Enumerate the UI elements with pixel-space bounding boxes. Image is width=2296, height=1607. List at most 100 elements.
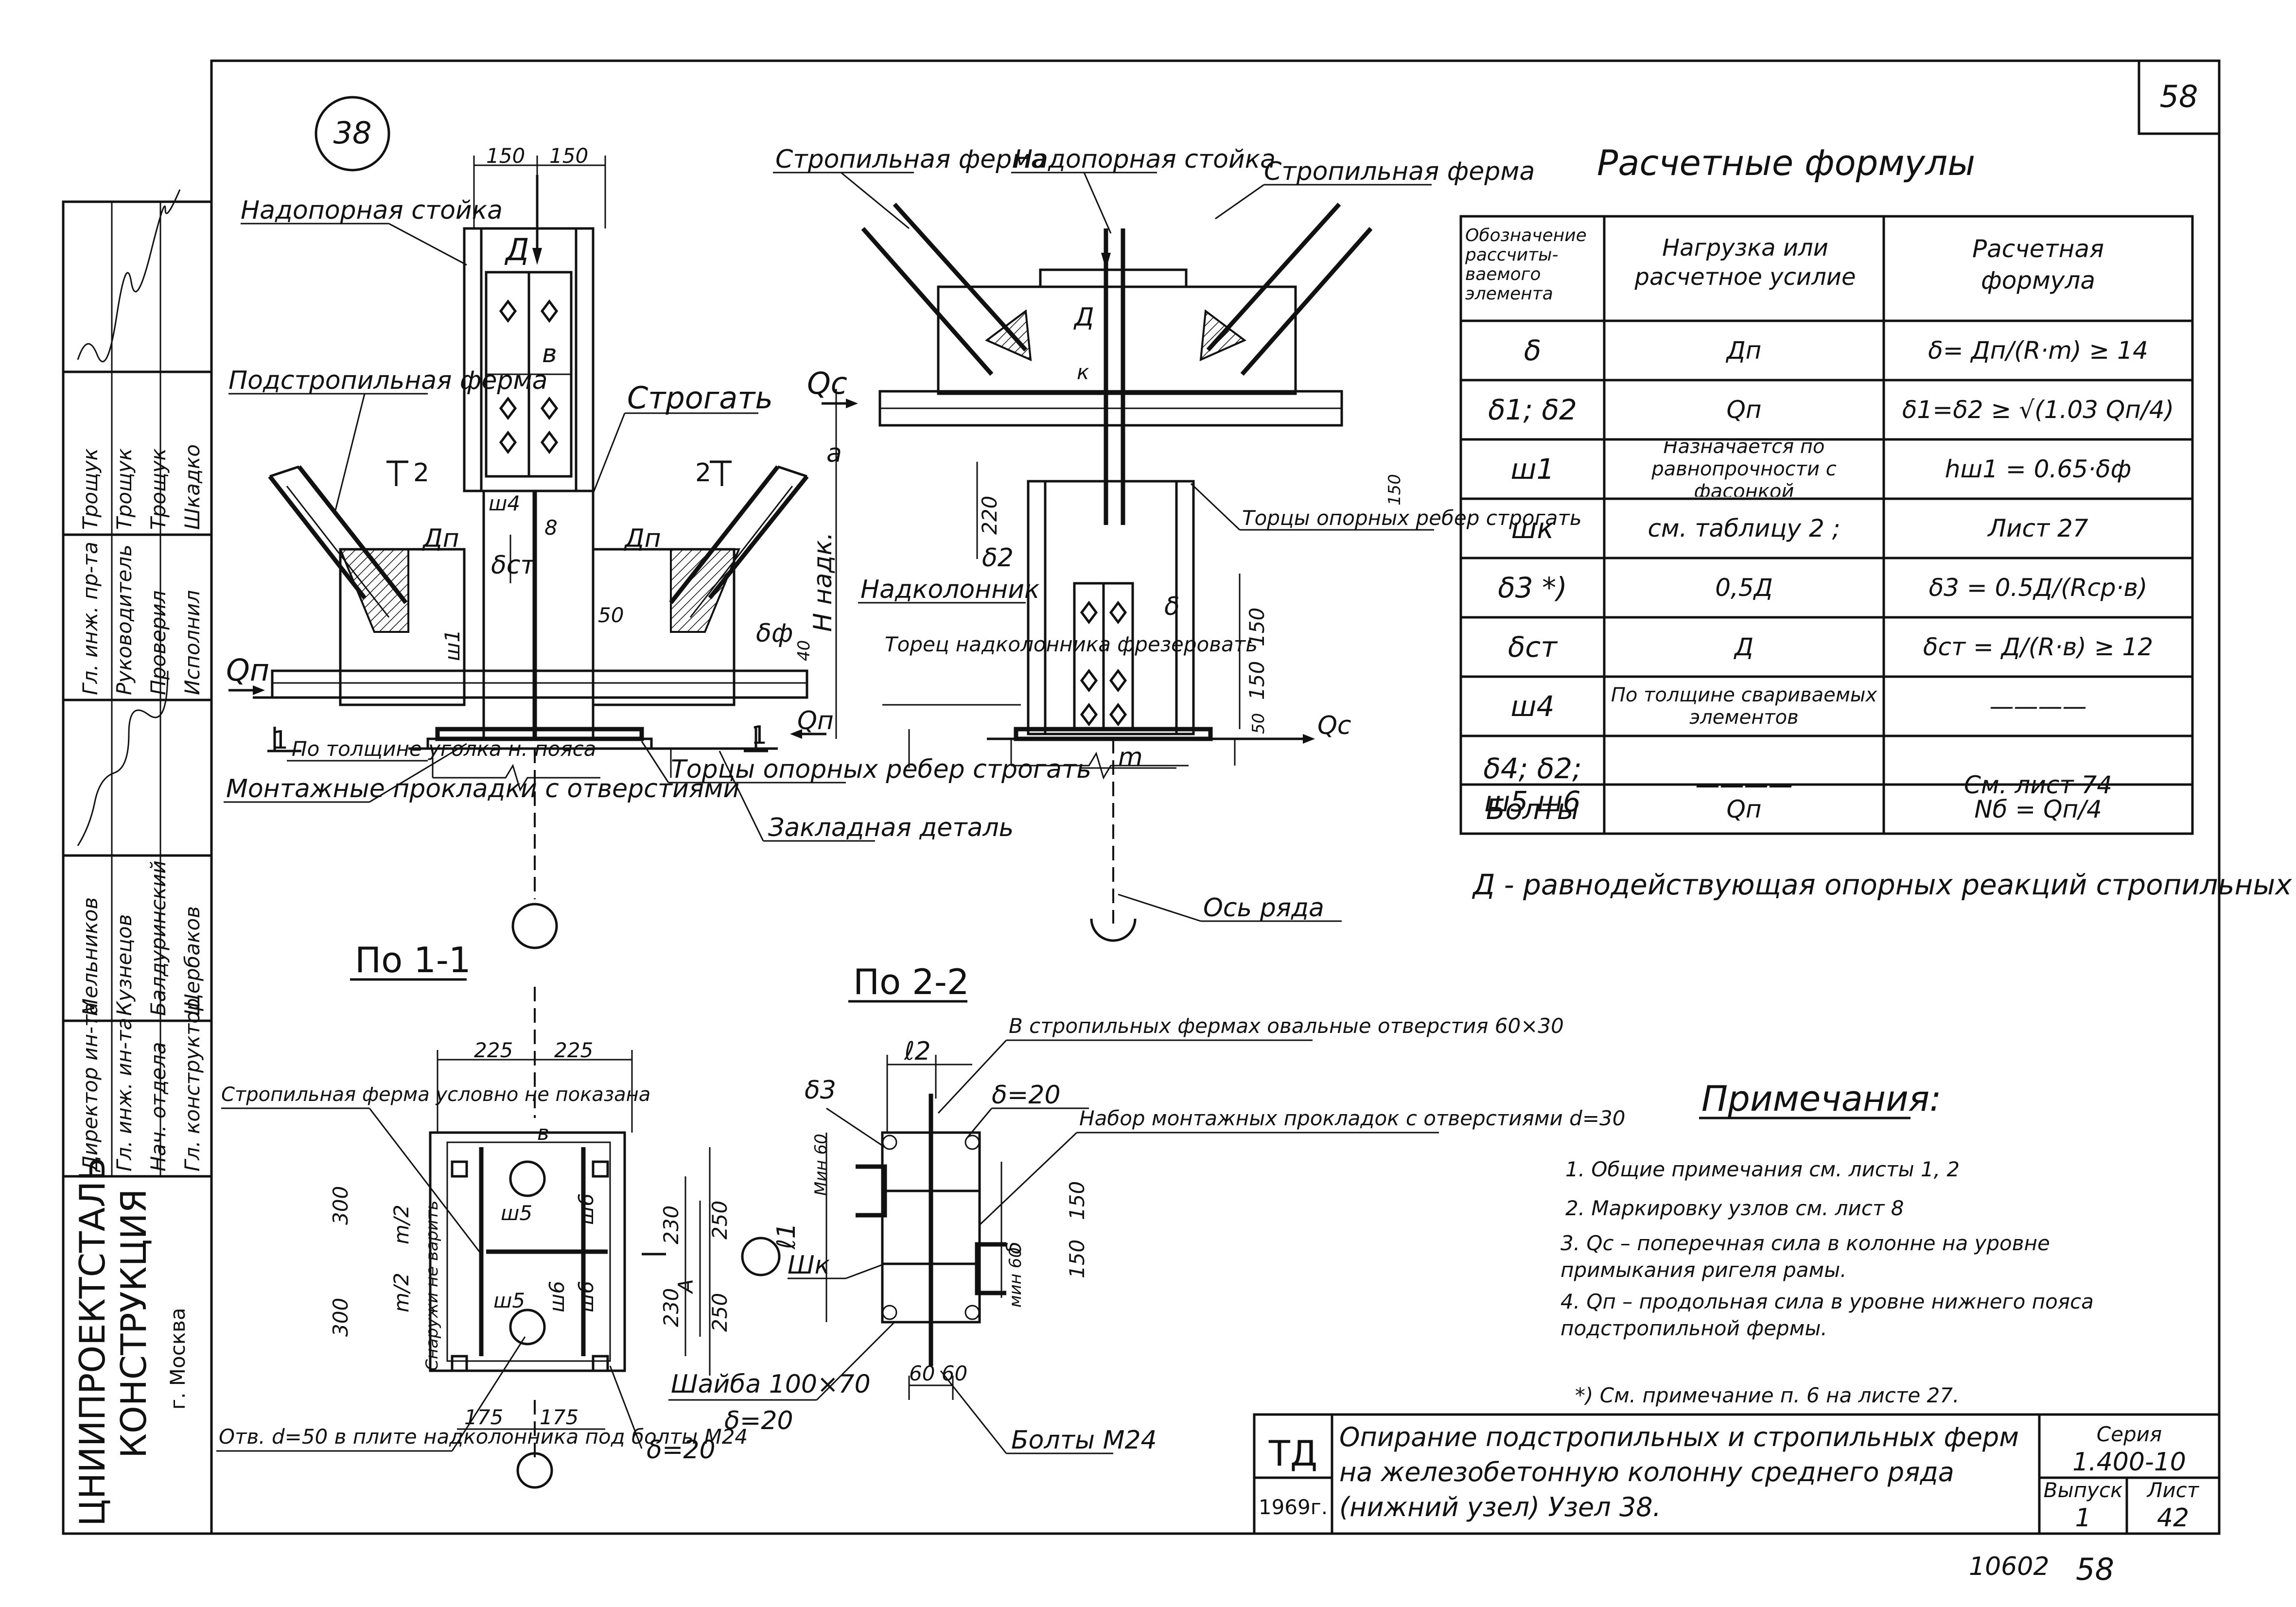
main-dim-150a: 150 [486, 144, 525, 168]
stamp-role-3: Нач. отдела [146, 1042, 170, 1171]
view11-175a: 175 [464, 1405, 503, 1429]
formula-cell-r2-c1: δ1; δ2 [1488, 393, 1577, 426]
view11-sh6a: ш6 [574, 1193, 598, 1225]
side-label-d: Д [1073, 303, 1094, 332]
title-list-label: Лист [2146, 1478, 2200, 1502]
notes-item-2: 2. Маркировку узлов см. лист 8 [1565, 1196, 1904, 1220]
view11-225a: 225 [474, 1038, 513, 1062]
notes-item-3: 3. Qс – поперечная сила в колонне на уро… [1560, 1231, 2050, 1282]
side-dim-150c: 150 [1385, 474, 1404, 506]
title-list-value: 42 [2157, 1503, 2189, 1533]
side-label-strop-ferma-l: Стропильная ферма [775, 145, 1046, 174]
side-label-220: 220 [978, 496, 1001, 535]
stamp-role-1: Директор ин-та [78, 1002, 102, 1172]
side-label-m: m [1118, 743, 1143, 772]
formula-cell-r4-c1: шк [1511, 512, 1554, 545]
side-label-k: к [1077, 360, 1089, 384]
main-section-2a: 2 [413, 458, 429, 488]
formula-cell-r5-c2: 0,5Д [1715, 574, 1773, 602]
main-label-sh4: ш4 [489, 491, 520, 515]
view11-snaruzhi: Снаружи не варить [422, 1201, 442, 1371]
main-label-qp2: Qп [797, 706, 834, 735]
view22-min60a: Мин 60 [811, 1134, 831, 1196]
main-section-2b: 2 [695, 458, 711, 488]
stamp-organization2: КОНСТРУКЦИЯ [113, 1189, 154, 1458]
bottom-page: 58 [2076, 1552, 2114, 1587]
side-label-nadkolonnik: Надколонник [860, 575, 1040, 604]
view11-b: в [537, 1121, 549, 1145]
node-number: 38 [333, 115, 372, 151]
formula-cell-r7-c3: ———— [1989, 692, 2087, 720]
main-label-d: Д [504, 232, 529, 267]
side-label-a: а [826, 439, 842, 468]
bottom-code: 10602 [1969, 1552, 2049, 1581]
stamp-name2-2: Руководитель [112, 544, 136, 695]
stamp-name3-3: Трощук [146, 448, 170, 530]
main-section-1b: 1 [751, 721, 767, 750]
notes-item-1: 1. Общие примечания см. листы 1, 2 [1565, 1157, 1960, 1181]
side-label-torcy: Торцы опорных ребер строгать [1242, 506, 1582, 530]
view11-delta20: δ=20 [647, 1435, 716, 1465]
formula-cell-r1-c1: δ [1524, 334, 1542, 367]
notes-section: Примечания: 1. Общие примечания см. лист… [1560, 1078, 2094, 1407]
view22-title: По 2-2 [853, 961, 969, 1002]
formula-header-1: Обозначение рассчиты- ваемого элемента [1465, 226, 1587, 304]
main-dim-150b: 150 [549, 144, 588, 168]
formula-cell-r5-c1: δ3 *) [1498, 571, 1567, 604]
view22-l2: ℓ2 [904, 1037, 931, 1066]
view22-v-strop: В стропильных фермах овальные отверстия … [1009, 1014, 1564, 1038]
side-label-nadop-stoyka: Надопорная стойка [1014, 145, 1276, 174]
view11-sh6c: ш6 [574, 1281, 598, 1312]
stamp-name2-4: Исполнил [180, 590, 204, 695]
formula-cell-r2-c2: Qп [1726, 396, 1762, 424]
side-label-qc2: Qс [1317, 711, 1351, 740]
view22-shayba2: δ=20 [724, 1406, 793, 1435]
stamp-name2-3: Проверил [146, 591, 170, 695]
stamp-name1-1: Мельников [78, 897, 102, 1016]
page-number-box [2138, 59, 2221, 135]
main-dim-50: 50 [598, 603, 624, 627]
stamp-name2-1: Гл. инж. пр-та [78, 541, 102, 695]
formula-cell-r6-c2: Д [1734, 633, 1754, 661]
main-section-1a: 1 [272, 726, 288, 755]
view22-nabor: Набор монтажных прокладок с отверстиями … [1079, 1106, 1625, 1130]
side-label-h-nadk: H надк. [808, 532, 838, 632]
stamp-organization: ЦНИИПРОЕКТСТАЛЬ [72, 1157, 113, 1526]
view-2-2: По 2-2 ℓ2 δ3 В стропильных фермах овальн… [668, 961, 1625, 1455]
formula-cell-r3-c1: ш1 [1510, 453, 1555, 486]
stamp-role-2: Гл. инж. ин-та [112, 1018, 136, 1171]
stamp-name3-4: Шкадко [180, 444, 204, 530]
stamp-name1-3: Балдуринский [146, 860, 170, 1016]
view11-m2b: m/2 [389, 1273, 413, 1312]
formula-cell-r6-c1: δст [1507, 630, 1558, 664]
formula-cell-r8-c2: ———— [1695, 770, 1793, 799]
side-label-d-small: δ [1164, 592, 1180, 621]
view-1-1: По 1-1 225 225 в 300 300 m/2 m/2 ш5 ш5 ш… [216, 940, 781, 1489]
main-label-dp1: Дп [422, 524, 459, 553]
view11-250a: 250 [708, 1201, 732, 1240]
side-label-qc: Qс [807, 366, 847, 401]
formula-cell-r4-c3: Лист 27 [1988, 514, 2088, 542]
side-view: Qс Qс Стропильная ферма Надопорная стойк… [773, 145, 1582, 942]
notes-item-4: 4. Qп – продольная сила в уровне нижнего… [1560, 1290, 2094, 1340]
side-label-os-ryada: Ось ряда [1203, 893, 1324, 923]
formula-header-3: Расчетная формула [1972, 235, 2104, 295]
view22-150b: 150 [1065, 1240, 1089, 1278]
side-dim-50: 50 [1249, 713, 1268, 734]
formula-cell-r2-c3: δ1=δ2 ≥ √(1.03 Qп/4) [1902, 396, 2174, 424]
main-label-qp: Qп [226, 652, 269, 688]
view22-b: δ [1002, 1241, 1026, 1254]
main-dim-40: 40 [794, 640, 814, 661]
main-label-strogat: Строгать [627, 380, 773, 416]
stamp-role-4: Гл. конструктор [180, 998, 204, 1171]
title-block: ТД 1969г. Опирание подстропильных и стро… [1253, 1413, 2221, 1535]
view22-min60b: мин 60 [1006, 1247, 1025, 1308]
formula-cell-r6-c3: δст = Д/(R·в) ≥ 12 [1923, 633, 2154, 661]
main-label-montazh: Монтажные прокладки с отверстиями [226, 774, 739, 804]
formula-cell-r8-c3: См. лист 74 [1963, 770, 2112, 799]
side-dim-150a: 150 [1245, 608, 1269, 646]
main-label-nadopornaya: Надопорная стойка [241, 196, 503, 225]
main-label-zakladnaya: Закладная деталь [768, 813, 1014, 842]
notes-footnote: *) См. примечание п. 6 на листе 27. [1575, 1383, 1959, 1407]
